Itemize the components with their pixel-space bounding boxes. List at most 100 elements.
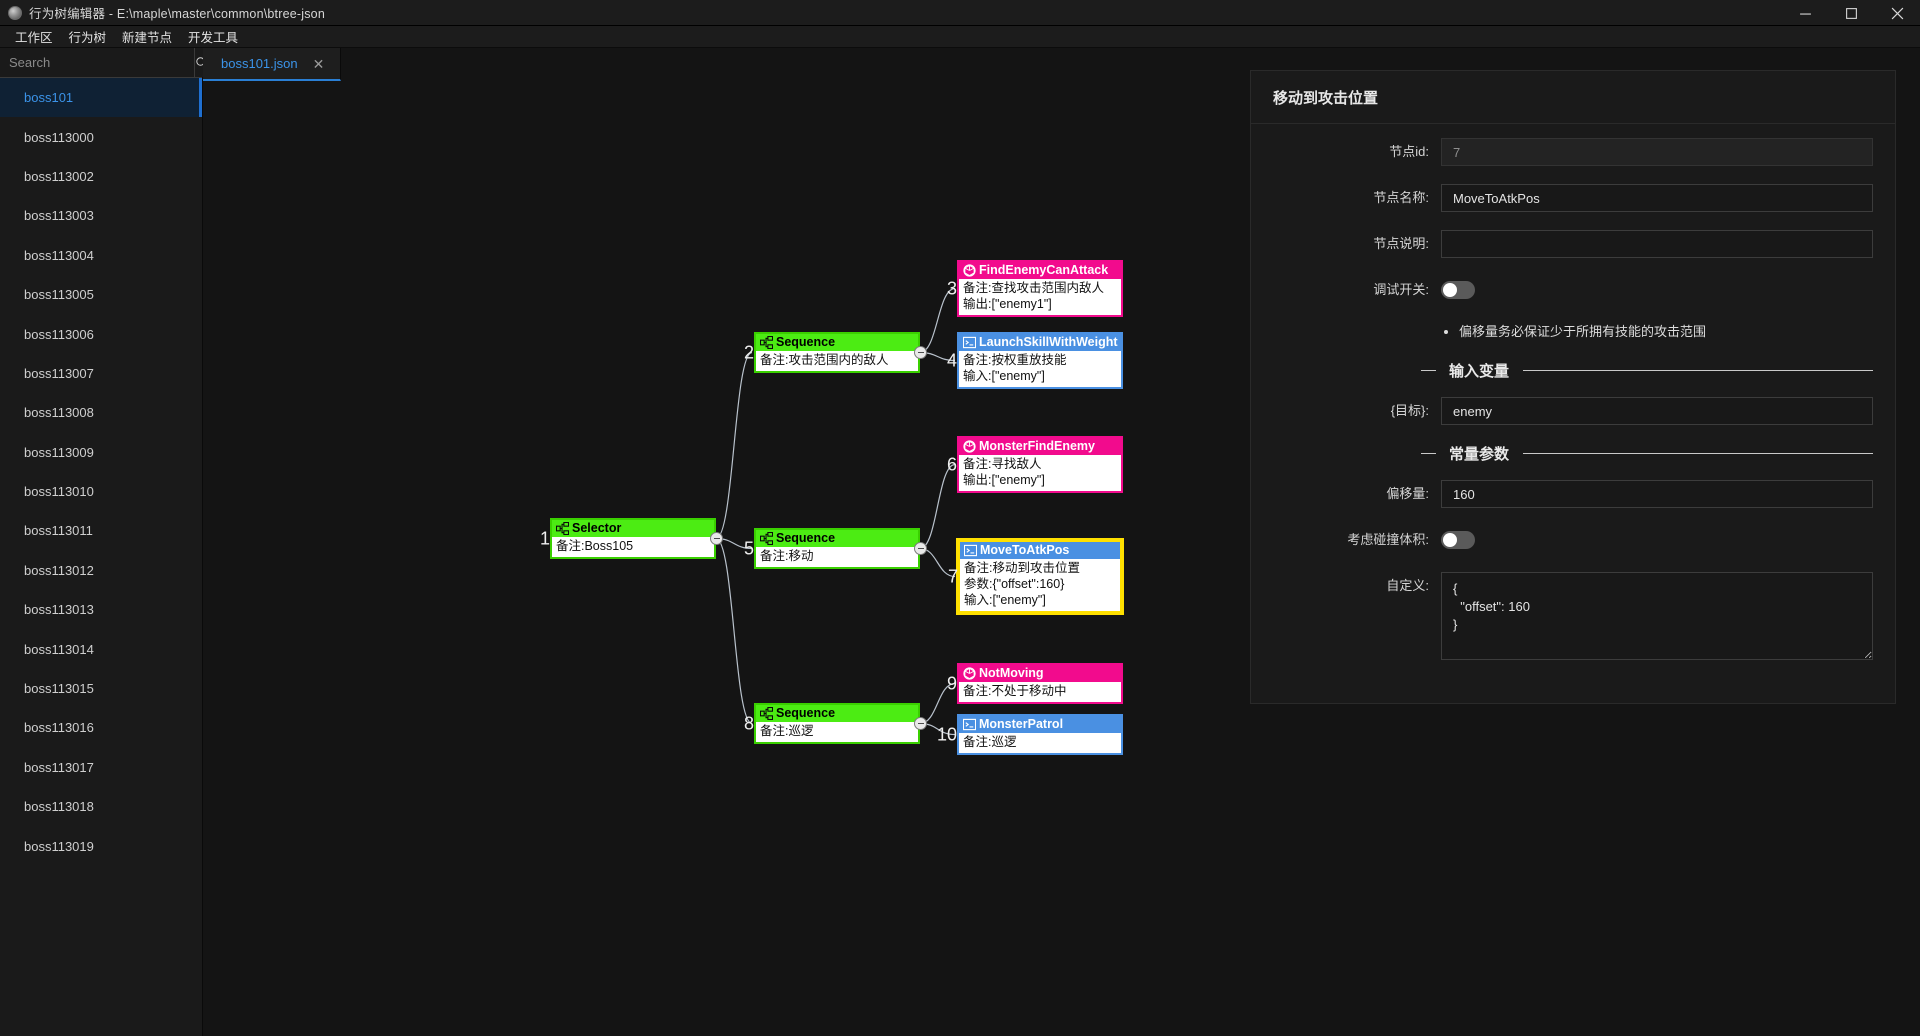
search-input[interactable]: [0, 48, 194, 77]
node-detail-line: 备注:寻找敌人: [963, 457, 1042, 471]
node-body: 备注:移动到攻击位置参数:{"offset":160}输入:["enemy"]: [960, 559, 1120, 611]
note-item: 偏移量务必保证少于所拥有技能的攻击范围: [1459, 322, 1706, 342]
sidebar-item-boss113007[interactable]: boss113007: [0, 354, 202, 393]
maximize-button[interactable]: [1828, 0, 1874, 26]
sidebar-item-label: boss113016: [24, 720, 94, 736]
sidebar-item-boss113005[interactable]: boss113005: [0, 275, 202, 314]
sidebar-item-boss113011[interactable]: boss113011: [0, 511, 202, 550]
sidebar-item-boss113002[interactable]: boss113002: [0, 157, 202, 196]
input-target-input[interactable]: [1441, 397, 1873, 425]
composite-icon: [760, 336, 773, 349]
sidebar-item-boss113017[interactable]: boss113017: [0, 748, 202, 787]
node-body: 备注:查找攻击范围内敌人输出:["enemy1"]: [959, 279, 1121, 315]
condition-icon: [963, 667, 976, 680]
node-body: 备注:Boss105: [552, 537, 714, 557]
sidebar-item-boss113015[interactable]: boss113015: [0, 669, 202, 708]
node-name-input[interactable]: [1441, 184, 1873, 212]
field-node-id: 节点id:: [1251, 138, 1873, 166]
node-output-port[interactable]: [914, 717, 927, 730]
composite-icon: [556, 522, 569, 535]
sidebar-item-label: boss113005: [24, 287, 94, 303]
sidebar-item-label: boss113006: [24, 326, 94, 342]
sidebar-item-boss113016[interactable]: boss113016: [0, 708, 202, 747]
section-dash-icon: [1421, 453, 1436, 454]
sidebar-item-boss113018[interactable]: boss113018: [0, 787, 202, 826]
properties-card: 移动到攻击位置 节点id: 节点名称: 节点说明: 调试开关:: [1250, 70, 1896, 704]
node-detail-line: 输入:["enemy"]: [963, 369, 1045, 383]
sidebar-item-boss113013[interactable]: boss113013: [0, 590, 202, 629]
sidebar-item-label: boss113007: [24, 365, 94, 381]
sidebar-item-boss113006[interactable]: boss113006: [0, 314, 202, 353]
sidebar-item-label: boss113004: [24, 247, 94, 263]
node-desc-input[interactable]: [1441, 230, 1873, 258]
node-detail-line: 备注:移动到攻击位置: [964, 561, 1080, 575]
sidebar-item-boss113014[interactable]: boss113014: [0, 629, 202, 668]
node-title: Sequence: [776, 335, 836, 349]
sidebar-item-label: boss113017: [24, 759, 94, 775]
sidebar-item-boss113008[interactable]: boss113008: [0, 393, 202, 432]
sidebar-item-boss113012[interactable]: boss113012: [0, 551, 202, 590]
sidebar-item-boss113000[interactable]: boss113000: [0, 117, 202, 156]
menu-item-dev-tools[interactable]: 开发工具: [188, 31, 239, 45]
node-output-port[interactable]: [914, 346, 927, 359]
sidebar-item-label: boss113011: [24, 523, 93, 539]
search-row: [0, 48, 208, 78]
field-label: {目标}:: [1390, 403, 1429, 418]
offset-input[interactable]: [1441, 480, 1873, 508]
close-button[interactable]: [1874, 0, 1920, 26]
node-header: Sequence: [756, 530, 918, 547]
sidebar-item-boss113010[interactable]: boss113010: [0, 472, 202, 511]
node-detail-line: 参数:{"offset":160}: [964, 577, 1065, 591]
sidebar-item-label: boss113000: [24, 129, 94, 145]
node-output-port[interactable]: [710, 532, 723, 545]
minimize-button[interactable]: [1782, 0, 1828, 26]
sidebar-item-boss101[interactable]: boss101: [0, 78, 202, 118]
node-body: 备注:不处于移动中: [959, 682, 1121, 702]
notes-list: 偏移量务必保证少于所拥有技能的攻击范围: [1441, 322, 1706, 342]
menu-item-behavior-tree[interactable]: 行为树: [68, 31, 107, 45]
properties-title: 移动到攻击位置: [1251, 71, 1895, 124]
node-output-port[interactable]: [914, 542, 927, 555]
node-index: 8: [743, 713, 754, 733]
title-bar: 行为树编辑器 - E:\maple\master\common\btree-js…: [0, 0, 1920, 26]
field-label: 偏移量:: [1386, 486, 1429, 501]
node-detail-line: 备注:攻击范围内的敌人: [760, 353, 889, 367]
sidebar-item-boss113019[interactable]: boss113019: [0, 826, 202, 865]
node-title: Selector: [572, 521, 622, 535]
node-index: 5: [743, 538, 754, 558]
sidebar-item-boss113003[interactable]: boss113003: [0, 196, 202, 235]
sidebar-item-boss113004[interactable]: boss113004: [0, 236, 202, 275]
menu-item-new-node[interactable]: 新建节点: [122, 31, 173, 45]
field-label: 调试开关:: [1373, 282, 1429, 297]
node-title: Sequence: [776, 706, 836, 720]
sidebar-item-boss113009[interactable]: boss113009: [0, 433, 202, 472]
node-header: Selector: [552, 520, 714, 537]
custom-json-textarea[interactable]: { "offset": 160 }: [1441, 572, 1873, 660]
node-header: LaunchSkillWithWeight: [959, 334, 1121, 351]
tab-boss101-json[interactable]: boss101.json ✕: [203, 48, 342, 81]
section-rule: [1523, 453, 1873, 454]
collision-toggle[interactable]: [1441, 531, 1475, 549]
field-node-name: 节点名称:: [1251, 184, 1873, 212]
sidebar-item-label: boss113008: [24, 405, 94, 421]
menu-item-workspace[interactable]: 工作区: [15, 31, 53, 45]
close-icon[interactable]: ✕: [312, 55, 325, 72]
node-detail-line: 备注:移动: [760, 549, 814, 563]
node-detail-line: 输出:["enemy"]: [963, 473, 1045, 487]
debug-switch-toggle[interactable]: [1441, 281, 1475, 299]
node-header: MoveToAtkPos: [960, 542, 1120, 559]
section-title: 输入变量: [1449, 363, 1510, 380]
node-index: 9: [946, 673, 957, 693]
